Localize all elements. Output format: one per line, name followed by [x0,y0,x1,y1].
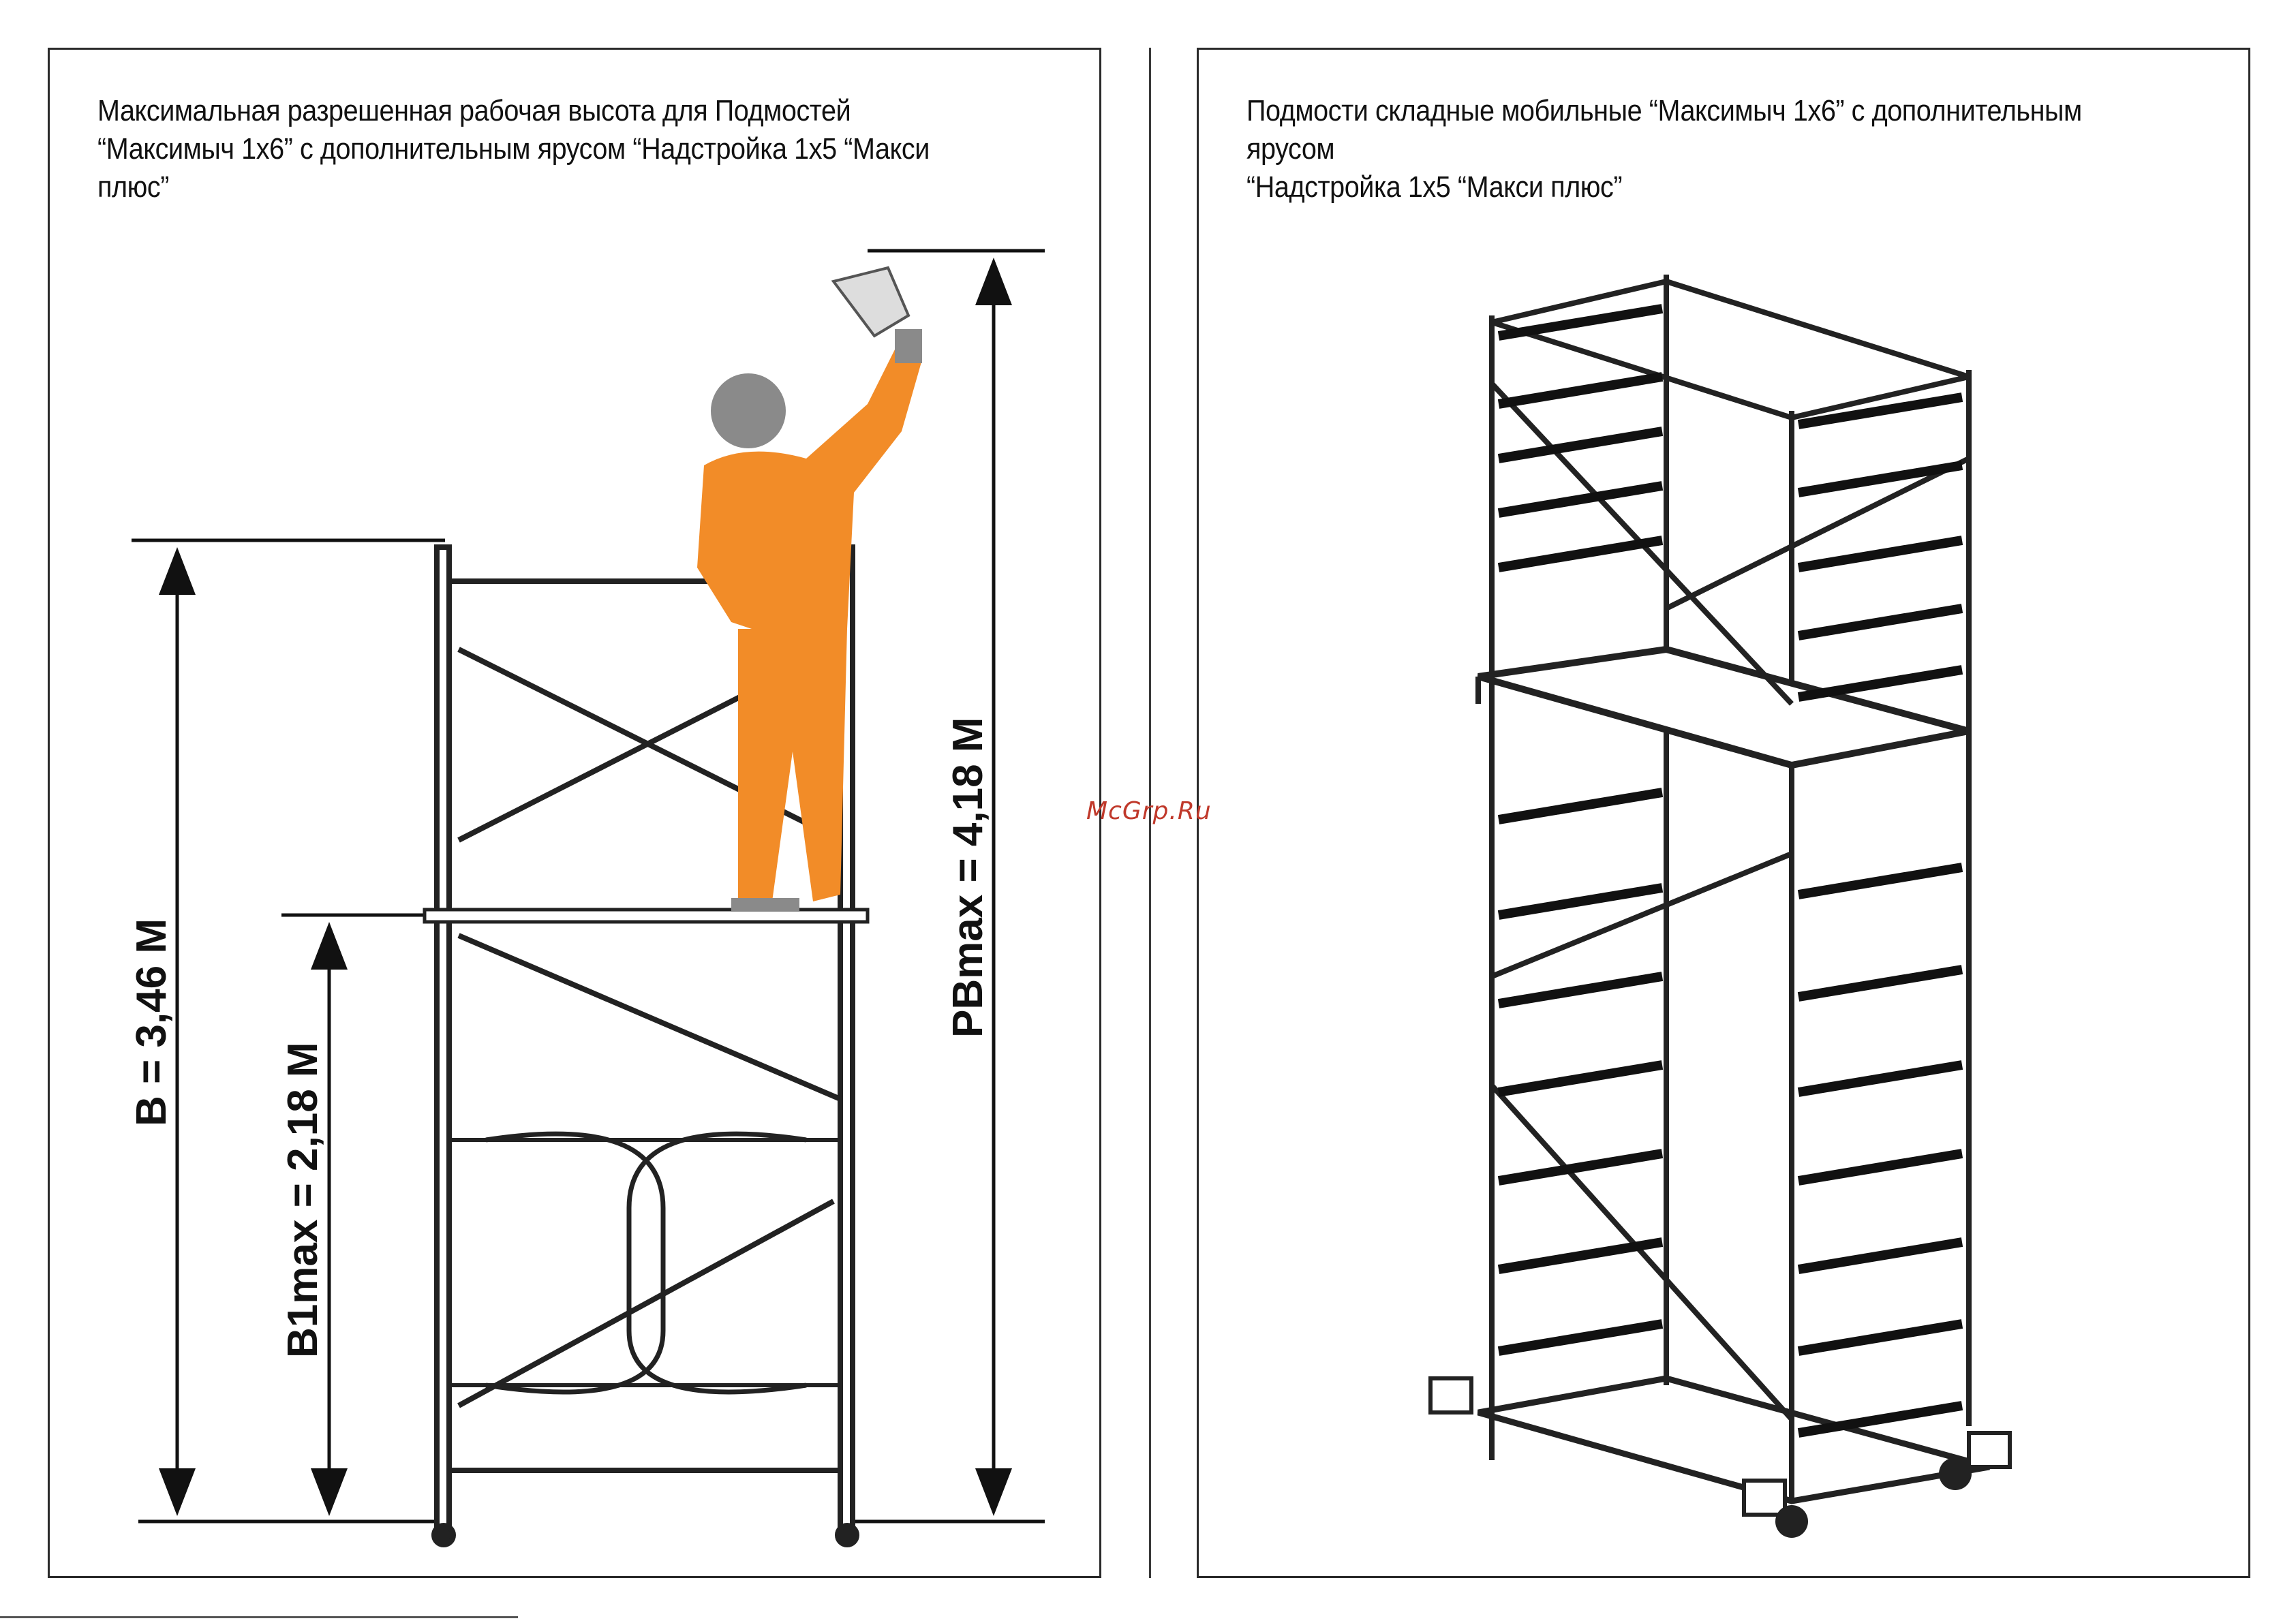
arrowhead-b-top [159,547,196,595]
watermark: McGrp.Ru [1086,797,1212,825]
left-panel: Максимальная разрешенная рабочая высота … [48,48,1101,1578]
arrowhead-pbmax-top [975,258,1012,305]
arrowhead-b1max-bottom [311,1468,348,1516]
worker-figure [697,268,922,912]
right-panel: Подмости складные мобильные “Максимыч 1х… [1197,48,2250,1578]
label-b1max: B1max = 2,18 M [279,1042,326,1358]
arrowhead-pbmax-bottom [975,1468,1012,1516]
scaffold-illustration [1199,50,2252,1580]
footer-line [0,1616,518,1618]
scaffold-rungs [1499,309,1962,1433]
arrowhead-b-bottom [159,1468,196,1516]
label-b: B = 3,46 M [128,918,175,1126]
scaffold-isometric [1478,275,1989,1501]
label-pbmax: PBmax = 4,18 M [945,717,992,1038]
height-diagram: B = 3,46 M B1max = 2,18 M PBmax = 4,18 M [50,50,1103,1580]
arrowhead-b1max-top [311,922,348,970]
